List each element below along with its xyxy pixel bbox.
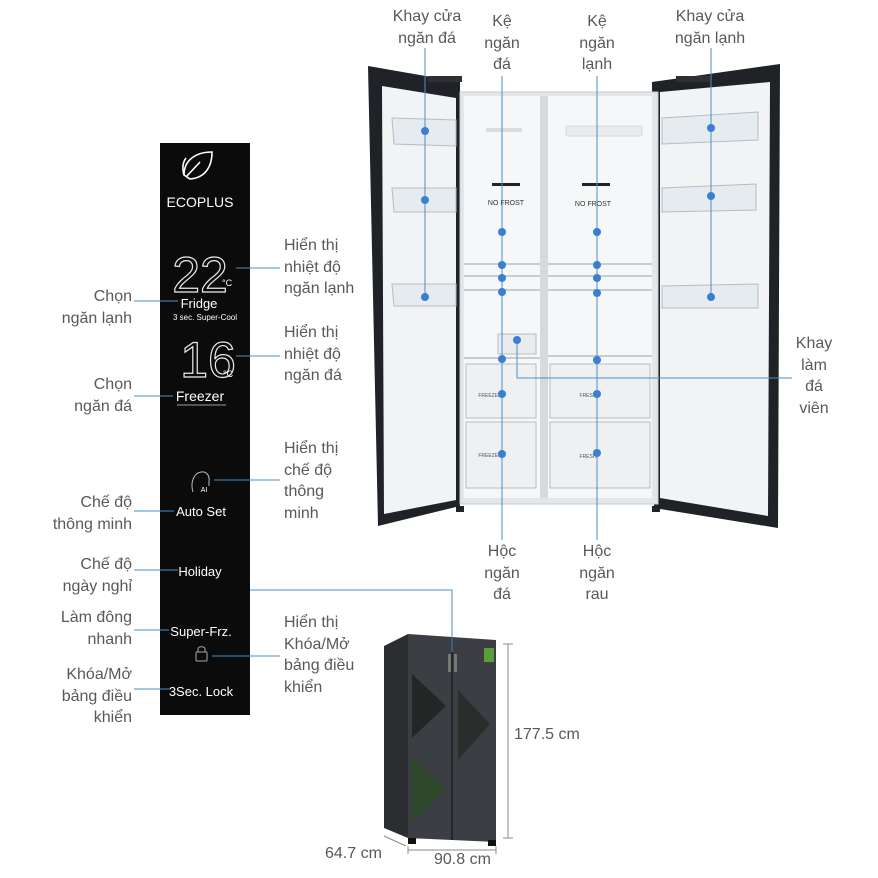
freezer-temp-readout: 16 bbox=[180, 332, 236, 388]
dimension-height: 177.5 cm bbox=[514, 726, 580, 743]
label-chon-ngan-lanh: Chọn ngăn lạnh bbox=[61, 288, 132, 327]
dimension-lines bbox=[383, 643, 513, 854]
label-khay-cua-ngan-da: Khay cửa ngăn đá bbox=[392, 8, 462, 47]
label-ke-ngan-da: Kệ ngăn đá bbox=[484, 13, 520, 73]
dimension-depth: 64.7 cm bbox=[325, 845, 382, 862]
closed-fridge-image bbox=[384, 634, 496, 846]
drawer-label-right-1: FRESH bbox=[580, 393, 597, 399]
lock-button-label: 3Sec. Lock bbox=[169, 684, 234, 699]
label-khay-lam-da-vien: Khay làm đá viên bbox=[795, 335, 833, 417]
dimension-width: 90.8 cm bbox=[434, 851, 491, 868]
label-khoa-mo-bang-dieu-khien: Khóa/Mở bảng điều khiển bbox=[61, 666, 132, 726]
fridge-temp-unit: °C bbox=[222, 278, 233, 288]
freezer-temp-unit: °C bbox=[223, 369, 234, 379]
pointer-dots bbox=[421, 124, 715, 458]
drawer-label-right-2: FRESH bbox=[580, 454, 597, 460]
supercool-button-label: 3 sec. Super-Cool bbox=[173, 313, 237, 322]
label-hien-thi-khoa-mo: Hiển thị Khóa/Mở bảng điều khiển bbox=[284, 614, 355, 696]
label-lam-dong-nhanh: Làm đông nhanh bbox=[60, 609, 132, 648]
no-frost-right-text: NO FROST bbox=[575, 201, 612, 208]
label-hien-thi-che-do-thong-minh: Hiển thị chế độ thông minh bbox=[284, 440, 339, 522]
fridge-button-label: Fridge bbox=[181, 296, 218, 311]
label-hien-thi-nhiet-do-ngan-da: Hiển thị nhiệt độ ngăn đá bbox=[284, 324, 342, 384]
ai-head-icon bbox=[191, 471, 210, 493]
label-hoc-ngan-da: Hộc ngăn đá bbox=[484, 543, 520, 603]
superfrz-button-label: Super-Frz. bbox=[170, 624, 231, 639]
label-che-do-thong-minh: Chế độ thông minh bbox=[52, 494, 132, 533]
label-hoc-ngan-rau: Hộc ngăn rau bbox=[579, 543, 615, 603]
open-fridge-image: NO FROST NO FROST FREEZER FREEZER FRESH … bbox=[368, 64, 780, 528]
lock-icon bbox=[195, 646, 208, 662]
label-khay-cua-ngan-lanh: Khay cửa ngăn lạnh bbox=[674, 8, 746, 47]
drawer-label-left-2: FREEZER bbox=[478, 453, 502, 459]
freezer-button-label: Freezer bbox=[176, 388, 225, 404]
leaf-icon bbox=[182, 151, 213, 180]
drawer-label-left-1: FREEZER bbox=[478, 393, 502, 399]
label-ke-ngan-lanh: Kệ ngăn lạnh bbox=[579, 13, 615, 73]
no-frost-left-text: NO FROST bbox=[488, 200, 525, 207]
fridge-temp-readout: 22 bbox=[172, 247, 228, 303]
label-chon-ngan-da: Chọn ngăn đá bbox=[74, 376, 132, 415]
ai-indicator-label: AI bbox=[201, 487, 208, 494]
label-che-do-ngay-nghi: Chế độ ngày nghỉ bbox=[62, 556, 132, 595]
holiday-button-label: Holiday bbox=[178, 564, 222, 579]
label-hien-thi-nhiet-do-ngan-lanh: Hiển thị nhiệt độ ngăn lạnh bbox=[284, 237, 355, 297]
ecoplus-logo: ECOPLUS bbox=[167, 194, 234, 210]
control-panel: ECOPLUS 22 °C Fridge 3 sec. Super-Cool 1… bbox=[160, 143, 250, 715]
autoset-button-label: Auto Set bbox=[176, 504, 226, 519]
